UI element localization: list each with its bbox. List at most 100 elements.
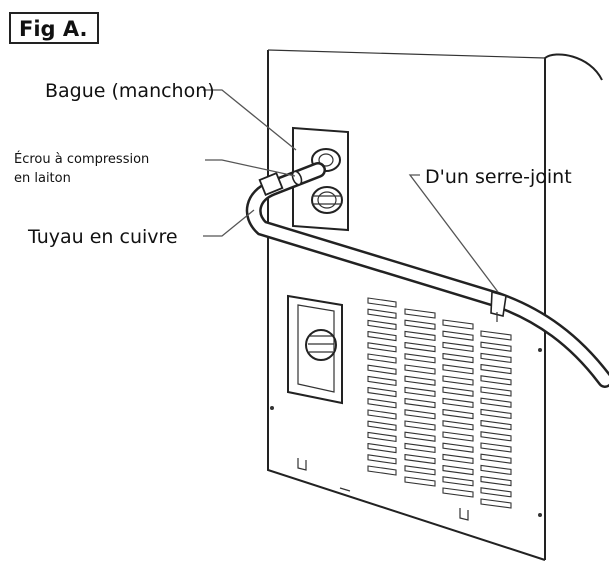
knob-grip bbox=[308, 335, 334, 353]
vent-slot bbox=[404, 386, 436, 398]
vent-slot bbox=[367, 409, 397, 420]
vent-slot bbox=[367, 375, 397, 387]
vent-slot bbox=[480, 453, 512, 464]
vent-slot bbox=[367, 442, 397, 454]
knob-recess-outer bbox=[287, 294, 343, 405]
vent-slot bbox=[367, 364, 397, 375]
vent-slot bbox=[404, 476, 436, 487]
leader-tube bbox=[203, 209, 255, 237]
dial-knob-icon bbox=[287, 294, 343, 405]
vent-slot bbox=[404, 431, 436, 442]
vent-slot bbox=[367, 398, 397, 409]
vent-slot bbox=[442, 352, 474, 364]
vent-slot bbox=[480, 341, 512, 352]
vent-slot bbox=[442, 476, 474, 487]
compression-nut bbox=[258, 172, 284, 196]
fitting-lower-valve bbox=[311, 186, 343, 214]
vent-slot bbox=[442, 453, 474, 465]
fitting-plate bbox=[292, 126, 349, 232]
leader-sleeve bbox=[203, 89, 297, 151]
water-inlet-fitting-icon bbox=[292, 126, 349, 232]
vent-slot bbox=[404, 308, 436, 319]
fitting-lower-core bbox=[317, 191, 337, 209]
vent-slot bbox=[442, 375, 474, 386]
vent-slot bbox=[442, 386, 474, 397]
vent-slot bbox=[404, 453, 436, 465]
callout-sleeve: Bague (manchon) bbox=[45, 80, 215, 102]
vent-slot bbox=[480, 442, 512, 453]
callout-nut-line2: en laiton bbox=[14, 171, 71, 186]
figure-label-text: Fig A. bbox=[19, 17, 88, 41]
vent-slot bbox=[442, 431, 474, 442]
vent-slot bbox=[367, 308, 397, 319]
vent-slot bbox=[367, 297, 397, 308]
vent-slot bbox=[442, 442, 474, 453]
vent-slot bbox=[480, 408, 512, 420]
vent-slot bbox=[442, 330, 474, 341]
cabinet-notch bbox=[339, 487, 351, 492]
fitting-upper-core bbox=[318, 153, 334, 167]
vent-grille-icon bbox=[367, 297, 512, 509]
screw-bottom bbox=[538, 513, 542, 517]
vent-slot bbox=[480, 386, 512, 397]
vent-slot bbox=[367, 431, 397, 443]
vent-slot bbox=[404, 442, 436, 454]
vent-slot bbox=[404, 409, 436, 420]
vent-slot bbox=[404, 353, 436, 364]
figure-label: Fig A. bbox=[9, 12, 99, 44]
knob-recess-inner bbox=[297, 304, 335, 393]
vent-slot bbox=[442, 319, 474, 330]
vent-slot bbox=[367, 330, 397, 342]
vent-slot bbox=[442, 364, 474, 375]
vent-slot bbox=[480, 419, 512, 431]
screw-left bbox=[270, 406, 274, 410]
vent-slot bbox=[367, 454, 397, 465]
vent-slot bbox=[404, 420, 436, 431]
callout-nut-line1: Écrou à compression bbox=[14, 151, 149, 167]
screw-right bbox=[538, 348, 542, 352]
vent-slot bbox=[367, 342, 397, 353]
leader-clamp bbox=[408, 174, 499, 293]
vent-slot bbox=[480, 363, 512, 375]
vent-slot bbox=[367, 319, 397, 331]
vent-slot bbox=[442, 487, 474, 498]
vent-slot bbox=[442, 464, 474, 476]
fitting-upper-nut bbox=[311, 148, 341, 172]
vent-slot bbox=[480, 330, 512, 341]
vent-slot bbox=[404, 465, 436, 476]
callout-clamp: D'un serre-joint bbox=[425, 166, 572, 188]
vent-slot bbox=[480, 397, 512, 408]
vent-slot bbox=[480, 464, 512, 476]
fitting-lower-threads bbox=[312, 195, 342, 205]
vent-slot bbox=[480, 487, 512, 498]
cabinet-foot-left bbox=[297, 458, 307, 471]
callout-tube: Tuyau en cuivre bbox=[27, 226, 178, 248]
vent-slot bbox=[442, 420, 474, 431]
cabinet-outline-right bbox=[544, 53, 603, 560]
vent-slot bbox=[367, 420, 397, 431]
vent-slot bbox=[480, 475, 512, 487]
vent-slot bbox=[404, 397, 436, 409]
tube-clamp bbox=[490, 290, 507, 317]
vent-slot bbox=[367, 386, 397, 398]
vent-slot bbox=[480, 352, 512, 364]
vent-slot bbox=[404, 341, 436, 353]
figure-label-box bbox=[9, 12, 99, 44]
vent-slot bbox=[480, 431, 512, 442]
vent-slot bbox=[367, 465, 397, 476]
vent-slot bbox=[367, 353, 397, 364]
knob-body bbox=[305, 329, 337, 361]
vent-slot bbox=[480, 498, 512, 509]
copper-tube bbox=[245, 162, 609, 388]
vent-slot bbox=[442, 341, 474, 353]
vent-slot bbox=[442, 397, 474, 409]
vent-slot bbox=[404, 330, 436, 342]
vent-slot bbox=[480, 375, 512, 386]
vent-slot bbox=[404, 319, 436, 330]
cabinet-top-edge bbox=[267, 49, 546, 59]
leader-lines bbox=[203, 89, 499, 293]
cabinet-foot-right bbox=[459, 508, 469, 521]
leader-nut bbox=[205, 159, 296, 177]
sleeve-ring bbox=[291, 170, 303, 186]
